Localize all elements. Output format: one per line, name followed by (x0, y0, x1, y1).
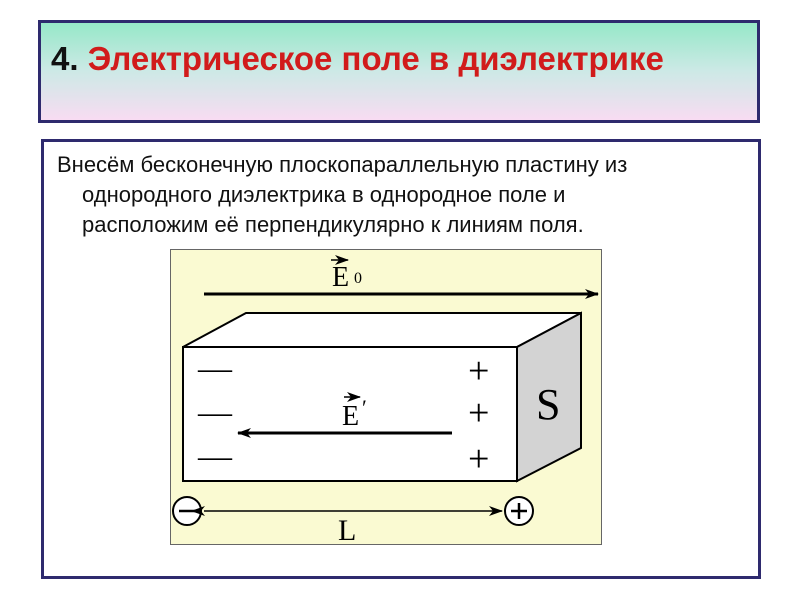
description-line-3: расположим её перпендикулярно к линиям п… (82, 212, 584, 237)
title-text: Электрическое поле в диэлектрике (87, 40, 664, 77)
title-number: 4. (51, 40, 79, 77)
external-field-label: E 0 (331, 255, 362, 293)
minus-sign: — (197, 350, 233, 387)
minus-sign: — (197, 394, 233, 431)
title-banner: 4. Электрическое поле в диэлектрике (38, 20, 760, 123)
positive-charges: + + + (468, 350, 489, 480)
slide-title: 4. Электрическое поле в диэлектрике (51, 37, 751, 80)
internal-field-label: E ′ (342, 392, 367, 432)
area-label: S (536, 380, 560, 429)
negative-charges: — — — (197, 350, 233, 475)
slab-top-face (182, 312, 582, 348)
internal-field-prime: ′ (362, 395, 367, 420)
external-field-symbol: E (332, 262, 349, 293)
length-label: L (338, 514, 356, 545)
slab-front-face (182, 346, 518, 482)
description-line-2: однородного диэлектрика в однородное пол… (82, 182, 566, 207)
minus-sign: — (197, 438, 233, 475)
plus-sign: + (468, 350, 489, 392)
dielectric-slab-diagram: E 0 — — — + + + E ′ S L (170, 249, 602, 545)
description: Внесём бесконечную плоскопараллельную пл… (57, 150, 757, 240)
plus-sign: + (468, 438, 489, 480)
external-field-subscript: 0 (354, 270, 362, 287)
description-line-1: Внесём бесконечную плоскопараллельную пл… (57, 152, 628, 177)
internal-field-symbol: E (342, 401, 359, 432)
length-dimension: L (172, 496, 534, 545)
plus-sign: + (468, 392, 489, 434)
